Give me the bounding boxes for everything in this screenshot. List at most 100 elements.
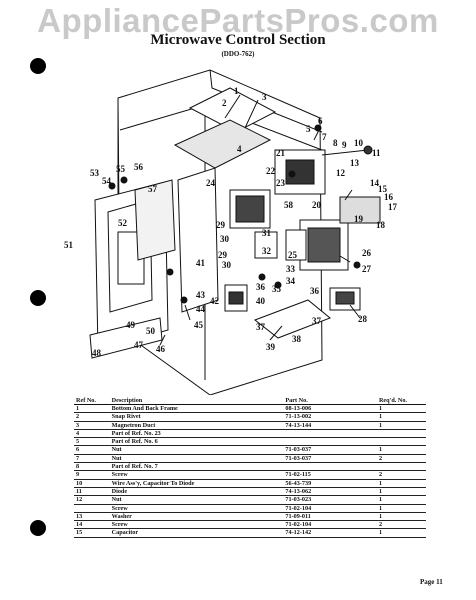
part-number-cell: 71-02-104 [283, 520, 377, 530]
part-number-cell: 71-03-023 [283, 495, 377, 505]
watermark-text: AppliancePartsPros.com [37, 2, 439, 39]
ref-cell: 14 [74, 520, 110, 530]
description-cell: Washer [109, 512, 284, 522]
quantity-cell: 2 [376, 470, 426, 480]
column-header-description: Description [109, 397, 284, 405]
callout-42: 42 [210, 296, 220, 306]
description-cell: Wire Ass'y, Capacitor To Diode [109, 479, 284, 488]
callout-labels: 1 2 3 4 5 6 7 8 9 10 11 12 13 14 15 16 1… [64, 86, 398, 358]
callout-50: 50 [146, 326, 156, 336]
ref-cell: 8 [74, 462, 110, 472]
description-cell: Nut [109, 454, 284, 464]
table-row: 10 Wire Ass'y, Capacitor To Diode 56-43-… [74, 479, 426, 488]
part-number-cell [283, 437, 377, 447]
part-number-cell: 74-12-142 [283, 528, 377, 538]
callout-1: 1 [234, 86, 239, 96]
callout-38: 38 [292, 334, 302, 344]
quantity-cell: 1 [376, 445, 426, 455]
callout-29: 29 [216, 220, 226, 230]
description-cell: Magnetron Duct [109, 421, 284, 430]
quantity-cell: 1 [376, 495, 426, 505]
description-cell: Part of Ref. No. 6 [109, 437, 284, 447]
callout-16: 16 [384, 192, 394, 202]
quantity-cell: 1 [376, 487, 426, 497]
callout-2: 2 [222, 98, 227, 108]
quantity-cell [376, 462, 426, 472]
ref-cell: 13 [74, 512, 110, 522]
callout-36b: 36 [310, 286, 320, 296]
part-number-cell [283, 429, 377, 439]
table-row: 6 Nut 71-03-037 1 [74, 445, 426, 455]
table-row: 9 Screw 71-02-115 2 [74, 470, 426, 480]
callout-23: 23 [276, 178, 286, 188]
callout-51: 51 [64, 240, 74, 250]
callout-13: 13 [350, 158, 360, 168]
ref-cell: 2 [74, 412, 110, 422]
table-row: 15 Capacitor 74-12-142 1 [74, 528, 426, 538]
column-header-req: Req'd. No. [376, 397, 426, 405]
quantity-cell: 1 [376, 412, 426, 422]
callout-18: 18 [376, 220, 386, 230]
callout-36: 36 [256, 282, 266, 292]
description-cell: Snap Rivet [109, 412, 284, 422]
callout-37: 37 [256, 322, 266, 332]
part-number-cell: 56-43-739 [283, 479, 377, 488]
callout-53: 53 [90, 168, 100, 178]
callout-34: 34 [286, 276, 296, 286]
section-title: Microwave Control Section [150, 32, 326, 48]
quantity-cell [376, 437, 426, 447]
ref-cell: 7 [74, 454, 110, 464]
callout-8: 8 [333, 138, 338, 148]
ref-cell: 10 [74, 479, 110, 488]
callout-54: 54 [102, 176, 112, 186]
part-number-cell: 71-13-002 [283, 412, 377, 422]
binder-hole-icon [30, 520, 46, 536]
ref-cell: 9 [74, 470, 110, 480]
table-header-row: Ref No. Description Part No. Req'd. No. [74, 397, 426, 405]
callout-22: 22 [266, 166, 276, 176]
description-cell: Screw [109, 520, 284, 530]
callout-45: 45 [194, 320, 204, 330]
callout-46: 46 [156, 344, 166, 354]
ref-cell [74, 504, 110, 513]
callout-49: 49 [126, 320, 136, 330]
callout-25: 25 [288, 250, 298, 260]
callout-41: 41 [196, 258, 206, 268]
table-row: 7 Nut 71-03-037 2 [74, 454, 426, 464]
quantity-cell: 1 [376, 504, 426, 513]
callout-30b: 30 [222, 260, 232, 270]
callout-39: 39 [266, 342, 276, 352]
page-number: Page 11 [420, 578, 443, 586]
quantity-cell [376, 429, 426, 439]
model-number: (DDO-762) [221, 50, 255, 58]
table-row: 5 Part of Ref. No. 6 [74, 437, 426, 447]
ref-cell: 4 [74, 429, 110, 439]
part-number-cell: 08-13-006 [283, 404, 377, 414]
callout-9: 9 [342, 140, 347, 150]
callout-29b: 29 [218, 250, 228, 260]
binder-hole-icon [30, 290, 46, 306]
table-row: 2 Snap Rivet 71-13-002 1 [74, 412, 426, 422]
callout-26: 26 [362, 248, 372, 258]
callout-58: 58 [284, 200, 294, 210]
callout-10: 10 [354, 138, 364, 148]
part-number-cell: 71-09-011 [283, 512, 377, 522]
table-row: 8 Part of Ref. No. 7 [74, 462, 426, 472]
callout-43: 43 [196, 290, 206, 300]
ref-cell: 1 [74, 404, 110, 414]
callout-33: 33 [286, 264, 296, 274]
table-row: 4 Part of Ref. No. 23 [74, 429, 426, 439]
quantity-cell: 2 [376, 454, 426, 464]
quantity-cell: 1 [376, 479, 426, 488]
callout-32: 32 [262, 246, 272, 256]
description-cell: Part of Ref. No. 7 [109, 462, 284, 472]
table-row: 1 Bottom And Back Frame 08-13-006 1 [74, 404, 426, 414]
callout-24: 24 [206, 178, 216, 188]
callout-7: 7 [322, 132, 327, 142]
callout-15: 15 [378, 184, 388, 194]
callout-21: 21 [276, 148, 286, 158]
quantity-cell: 1 [376, 404, 426, 414]
callout-47: 47 [134, 340, 144, 350]
callout-28: 28 [358, 314, 368, 324]
